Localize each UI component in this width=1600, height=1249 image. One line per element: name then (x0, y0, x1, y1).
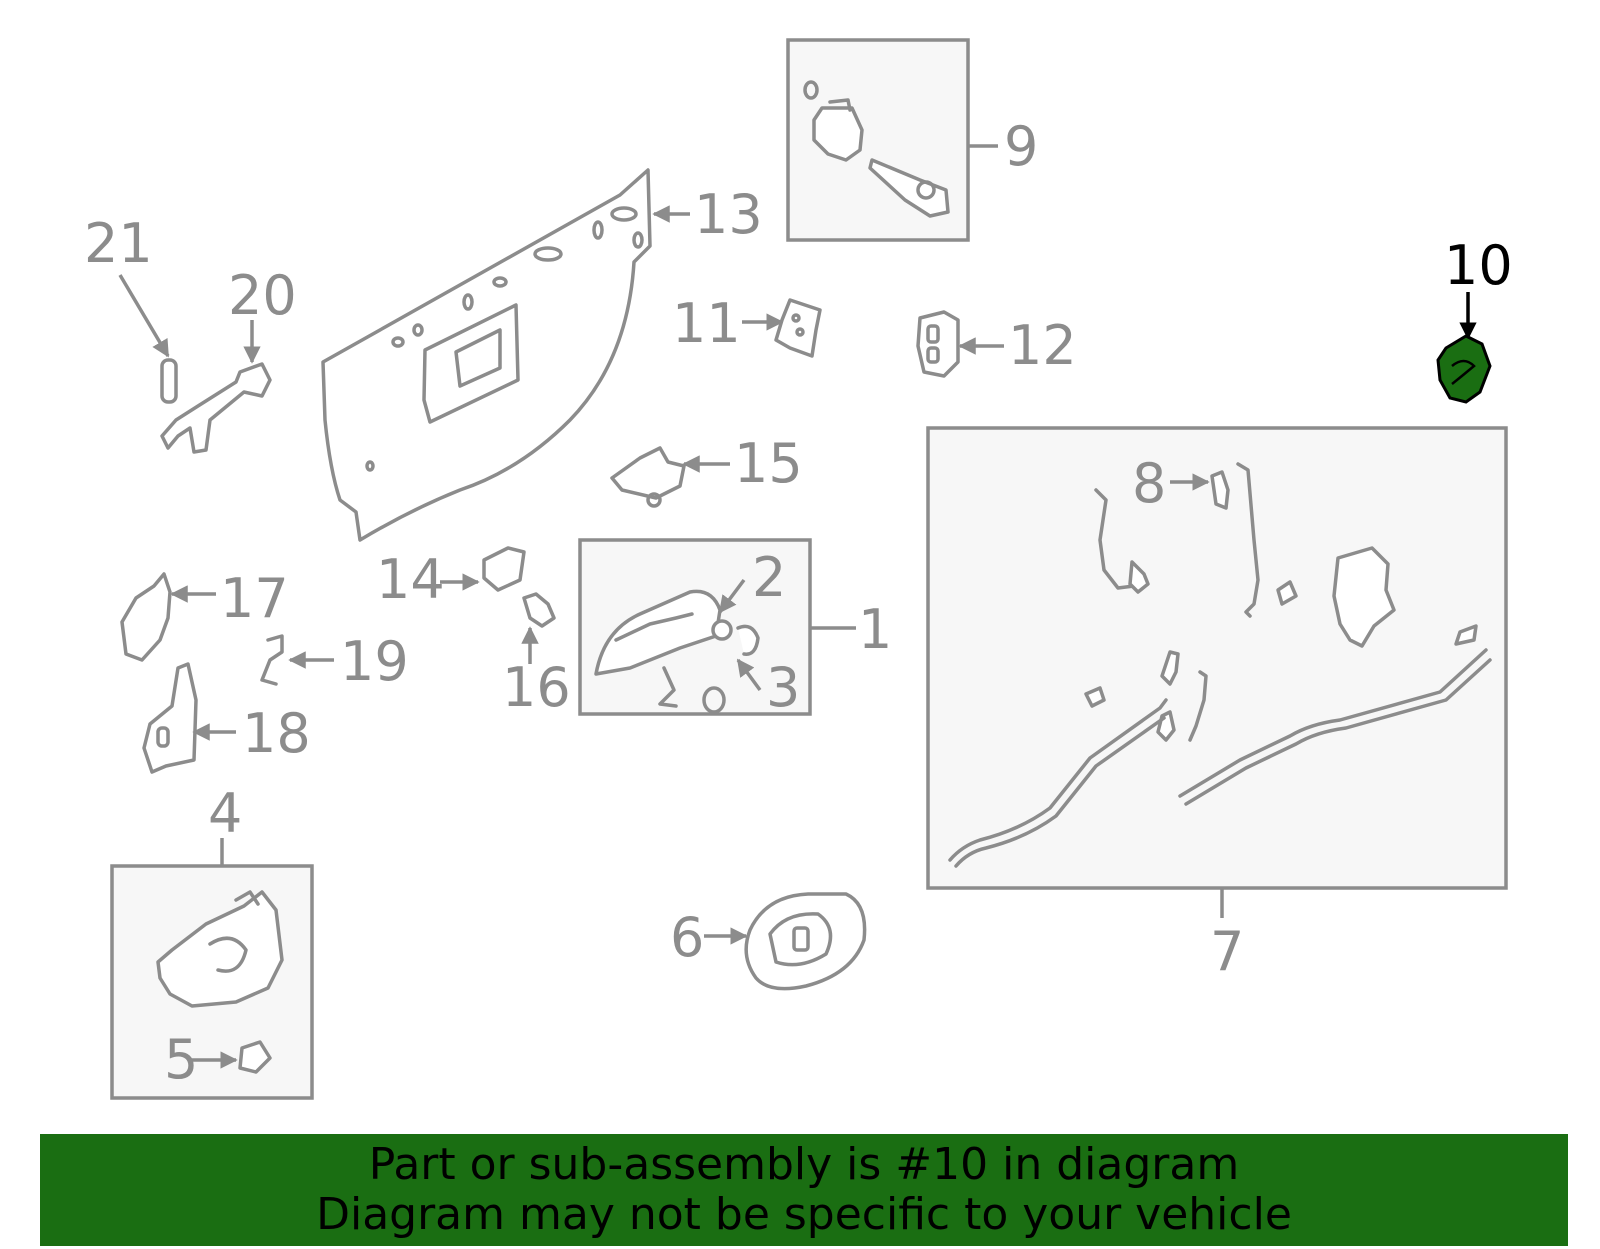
callout-9: 9 (1004, 115, 1038, 178)
callout-8: 8 (1132, 452, 1166, 515)
callout-2: 2 (752, 546, 786, 609)
banner-line-1: Part or sub-assembly is #10 in diagram (368, 1139, 1240, 1190)
part-16-plug: 16 (502, 592, 571, 719)
part-2-ring (711, 619, 733, 641)
part-19-clip: 19 (260, 630, 409, 693)
part-5-bumper (238, 1040, 272, 1074)
part-11-bracket: 11 (672, 292, 822, 358)
callout-12: 12 (1008, 314, 1077, 377)
callout-6: 6 (670, 906, 704, 969)
callout-20: 20 (228, 264, 297, 327)
callout-21: 21 (84, 212, 153, 275)
callout-10: 10 (1444, 234, 1513, 297)
part-17-hinge: 17 (120, 567, 289, 662)
part-9-lock-cylinder (803, 80, 950, 218)
part-21-pin: 21 (84, 212, 178, 404)
callout-3: 3 (766, 656, 800, 719)
callout-13: 13 (694, 183, 763, 246)
part-20-check-link: 20 (160, 264, 297, 454)
callout-19: 19 (340, 630, 409, 693)
part-4-group: 4 5 (110, 782, 314, 1100)
callout-16: 16 (502, 656, 571, 719)
part-15-clip: 15 (610, 432, 803, 508)
callout-18: 18 (242, 702, 311, 765)
callout-17: 17 (220, 567, 289, 630)
part-14-grommet: 14 (376, 546, 526, 611)
part-13-door-panel: 13 (321, 168, 763, 542)
part-8-clip (1210, 470, 1230, 510)
callout-1: 1 (858, 598, 892, 661)
callout-11: 11 (672, 292, 741, 355)
part-1-group: 2 3 1 (578, 538, 892, 719)
callout-5: 5 (164, 1028, 198, 1091)
part-18-hinge: 18 (142, 662, 311, 774)
part-12-striker: 12 (916, 310, 1077, 378)
part-6-inside-handle: 6 (670, 892, 867, 991)
callout-14: 14 (376, 548, 445, 611)
part-10-highlighted: 10 (1436, 234, 1513, 404)
part-4-lock (156, 890, 284, 1008)
part-3-clip (736, 624, 760, 656)
banner-line-2: Diagram may not be specific to your vehi… (316, 1189, 1292, 1240)
callout-7: 7 (1210, 920, 1244, 983)
callout-4: 4 (208, 782, 242, 845)
callout-15: 15 (734, 432, 803, 495)
part-9-group: 9 (786, 38, 1038, 242)
part-10-shape (1436, 334, 1492, 404)
info-banner: Part or sub-assembly is #10 in diagram D… (40, 1134, 1568, 1246)
part-7-group: 8 7 (926, 426, 1508, 983)
